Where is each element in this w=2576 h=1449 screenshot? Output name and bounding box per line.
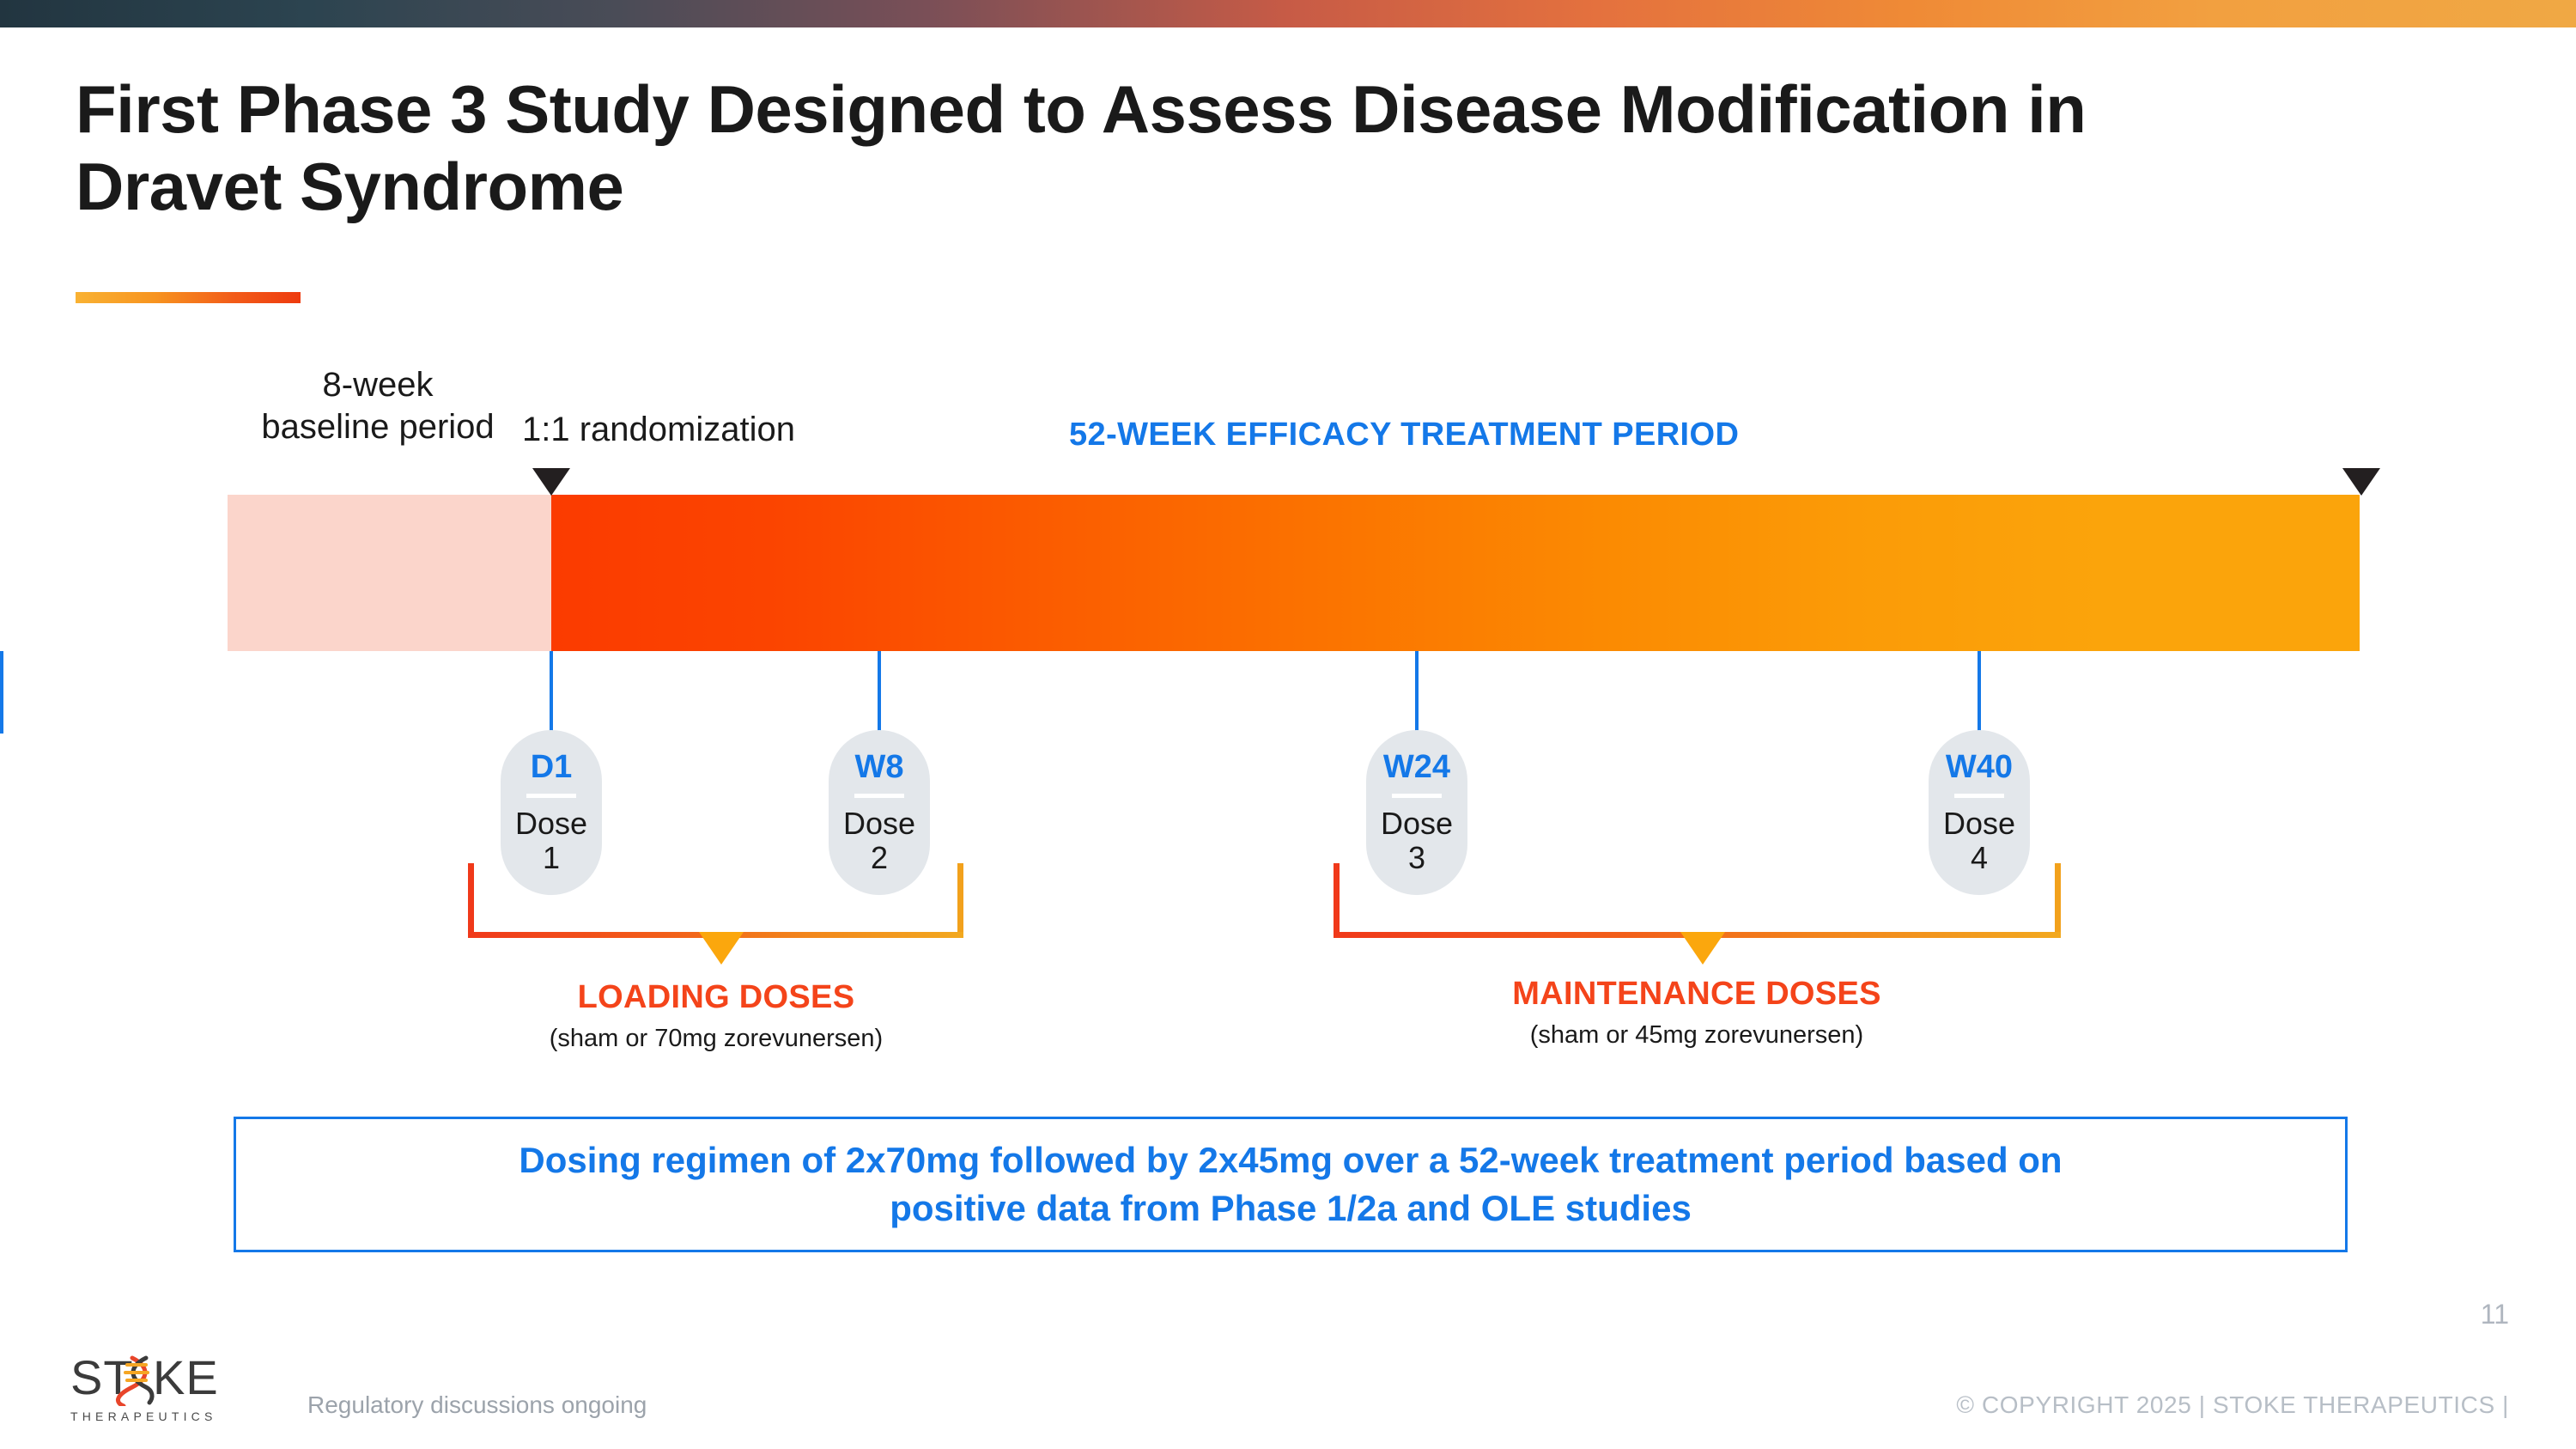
capsule-divider xyxy=(1392,794,1442,798)
dose-week-label: W40 xyxy=(1945,749,2014,785)
dose-week-label: W8 xyxy=(854,749,904,785)
treatment-period-bar xyxy=(551,495,2360,651)
logo-wordmark: ST KE xyxy=(70,1350,251,1409)
loading-doses-bracket xyxy=(468,863,963,965)
capsule-divider xyxy=(1954,794,2004,798)
dose-week-label: W24 xyxy=(1382,749,1451,785)
dose-connector-d1 xyxy=(550,651,553,734)
dosing-regimen-line1: Dosing regimen of 2x70mg followed by 2x4… xyxy=(519,1140,2063,1181)
maintenance-doses-bracket xyxy=(1334,863,2061,965)
dose-number-label: Dose 3 xyxy=(1380,806,1454,876)
dosing-regimen-text: Dosing regimen of 2x70mg followed by 2x4… xyxy=(519,1136,2062,1233)
svg-text:ST: ST xyxy=(70,1353,134,1404)
dose-connector-w8 xyxy=(878,651,881,734)
dose-connector-w40 xyxy=(1978,651,1981,734)
treatment-end-marker-icon xyxy=(2342,468,2380,496)
dosing-regimen-callout: Dosing regimen of 2x70mg followed by 2x4… xyxy=(234,1117,2348,1252)
dose-connector-w24 xyxy=(1415,651,1419,734)
dose-index: 1 xyxy=(542,840,560,876)
footnote-text: Regulatory discussions ongoing xyxy=(307,1391,647,1418)
dose-index: 3 xyxy=(1407,840,1425,876)
baseline-period-bar xyxy=(228,495,551,651)
copyright-text: © COPYRIGHT 2025 | STOKE THERAPEUTICS | xyxy=(1956,1391,2509,1418)
dose-number-label: Dose 2 xyxy=(842,806,916,876)
bracket-pointer-icon xyxy=(699,932,744,965)
dose-capsule-d1[interactable]: D1 Dose 1 xyxy=(501,730,602,895)
dose-word: Dose xyxy=(842,806,916,841)
baseline-period-label: 8-week baseline period xyxy=(225,364,531,448)
loading-doses-title: LOADING DOSES xyxy=(577,979,855,1015)
bracket-pointer-icon xyxy=(1680,932,1725,965)
dose-capsule-w24[interactable]: W24 Dose 3 xyxy=(1366,730,1467,895)
page-number: 11 xyxy=(2480,1299,2509,1330)
dose-number-label: Dose 1 xyxy=(514,806,588,876)
dose-word: Dose xyxy=(514,806,588,841)
dosing-regimen-line2: positive data from Phase 1/2a and OLE st… xyxy=(890,1188,1692,1228)
randomization-marker-icon xyxy=(532,468,570,496)
logo-tagline: THERAPEUTICS xyxy=(70,1409,217,1423)
logo-svg: ST KE xyxy=(70,1350,219,1409)
dose-word: Dose xyxy=(1942,806,2016,841)
top-gradient-band xyxy=(0,0,2576,27)
capsule-divider xyxy=(854,794,904,798)
svg-text:KE: KE xyxy=(153,1353,219,1404)
baseline-period-label-line1: 8-week xyxy=(322,366,434,404)
baseline-period-label-line2: baseline period xyxy=(261,407,495,446)
dose-word: Dose xyxy=(1380,806,1454,841)
dose-number-label: Dose 4 xyxy=(1942,806,2016,876)
dose-connector-w40-fallback xyxy=(0,651,3,734)
maintenance-doses-title: MAINTENANCE DOSES xyxy=(1512,976,1881,1012)
dose-index: 4 xyxy=(1970,840,1988,876)
dose-index: 2 xyxy=(870,840,888,876)
dose-capsule-w40[interactable]: W40 Dose 4 xyxy=(1929,730,2030,895)
dose-capsule-w8[interactable]: W8 Dose 2 xyxy=(829,730,930,895)
capsule-divider xyxy=(526,794,576,798)
dna-helix-icon xyxy=(116,1355,155,1409)
page-title: First Phase 3 Study Designed to Assess D… xyxy=(76,71,2087,225)
maintenance-doses-label: MAINTENANCE DOSES (sham or 45mg zorevune… xyxy=(1439,976,1954,1050)
maintenance-doses-subtitle: (sham or 45mg zorevunersen) xyxy=(1529,1020,1864,1049)
randomization-label: 1:1 randomization xyxy=(522,411,795,448)
title-accent-bar xyxy=(76,292,301,303)
stoke-therapeutics-logo: ST KE THERAPEUTICS xyxy=(70,1350,251,1423)
efficacy-period-label: 52-WEEK EFFICACY TREATMENT PERIOD xyxy=(1069,417,1740,453)
loading-doses-label: LOADING DOSES (sham or 70mg zorevunersen… xyxy=(459,979,974,1053)
dose-week-label: D1 xyxy=(530,749,573,785)
loading-doses-subtitle: (sham or 70mg zorevunersen) xyxy=(549,1024,884,1052)
